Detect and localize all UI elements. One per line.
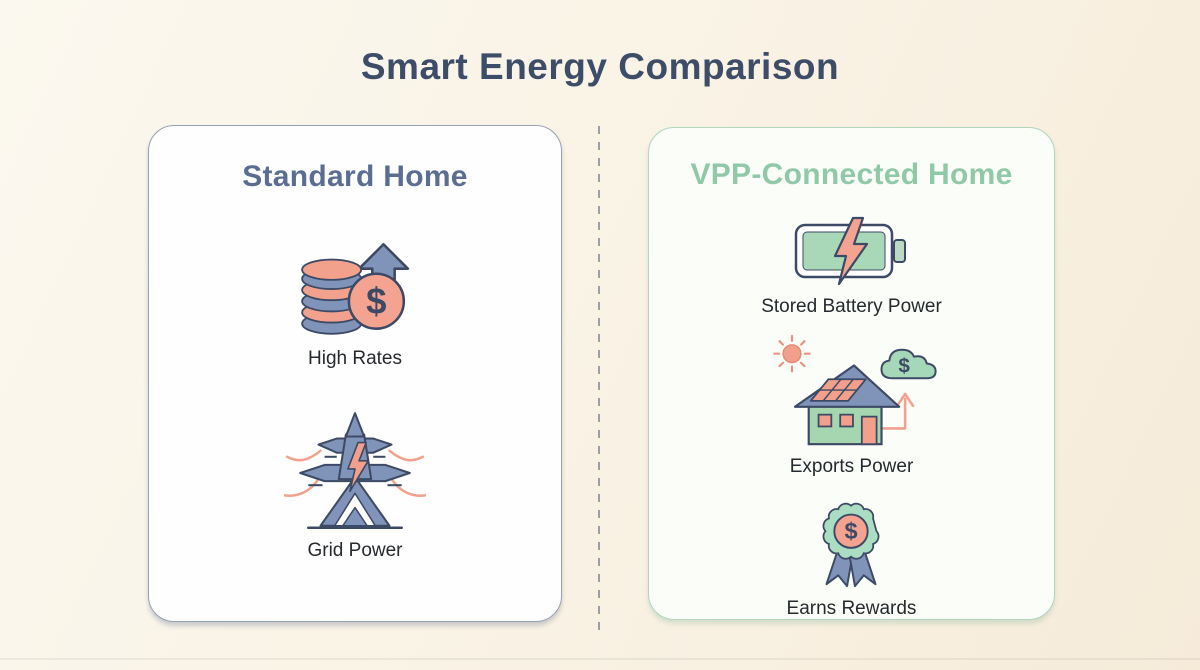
item-label: High Rates	[308, 348, 402, 369]
item-label: Earns Rewards	[786, 598, 917, 619]
cloud-dollar-icon	[880, 348, 937, 380]
reward-badge-icon: $	[823, 502, 880, 588]
list-item-exports-power: $ Exports Power	[766, 334, 938, 478]
standard-home-title: Standard Home	[242, 160, 468, 193]
transmission-tower-icon	[284, 412, 426, 530]
dashed-divider	[598, 126, 600, 634]
solar-home-export-icon: $	[772, 334, 937, 446]
dollar-glyph: $	[845, 518, 858, 544]
list-item-stored-battery: Stored Battery Power	[761, 214, 942, 318]
dollar-glyph: $	[366, 280, 386, 321]
battery-bolt-icon	[794, 216, 906, 286]
dollar-glyph: $	[898, 354, 910, 377]
vpp-home-title: VPP-Connected Home	[690, 158, 1013, 191]
standard-home-card: Standard Home $ High Rates	[148, 125, 562, 622]
list-item-earns-rewards: $ Earns Rewards	[786, 492, 917, 620]
background-texture-line	[0, 658, 1200, 660]
item-label: Exports Power	[789, 456, 914, 477]
sun-icon	[781, 344, 802, 364]
list-item-grid-power: Grid Power	[284, 410, 426, 562]
coins-rising-rates-icon: $	[301, 243, 410, 335]
item-label: Stored Battery Power	[761, 296, 942, 317]
item-label: Grid Power	[307, 540, 403, 561]
list-item-high-rates: $ High Rates	[295, 238, 415, 370]
vpp-connected-home-card: VPP-Connected Home Stored Battery Power	[648, 127, 1055, 620]
page-title: Smart Energy Comparison	[360, 46, 840, 87]
